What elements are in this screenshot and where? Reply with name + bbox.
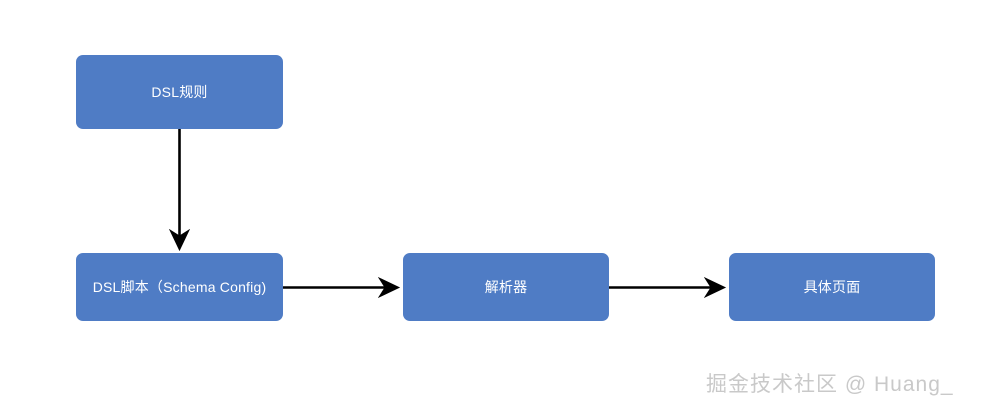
node-specific-page[interactable]: 具体页面 xyxy=(729,253,935,321)
node-dsl-script[interactable]: DSL脚本（Schema Config) xyxy=(76,253,283,321)
node-dsl-rule[interactable]: DSL规则 xyxy=(76,55,283,129)
watermark: 掘金技术社区 @ Huang_ xyxy=(706,373,954,396)
node-parser[interactable]: 解析器 xyxy=(403,253,609,321)
